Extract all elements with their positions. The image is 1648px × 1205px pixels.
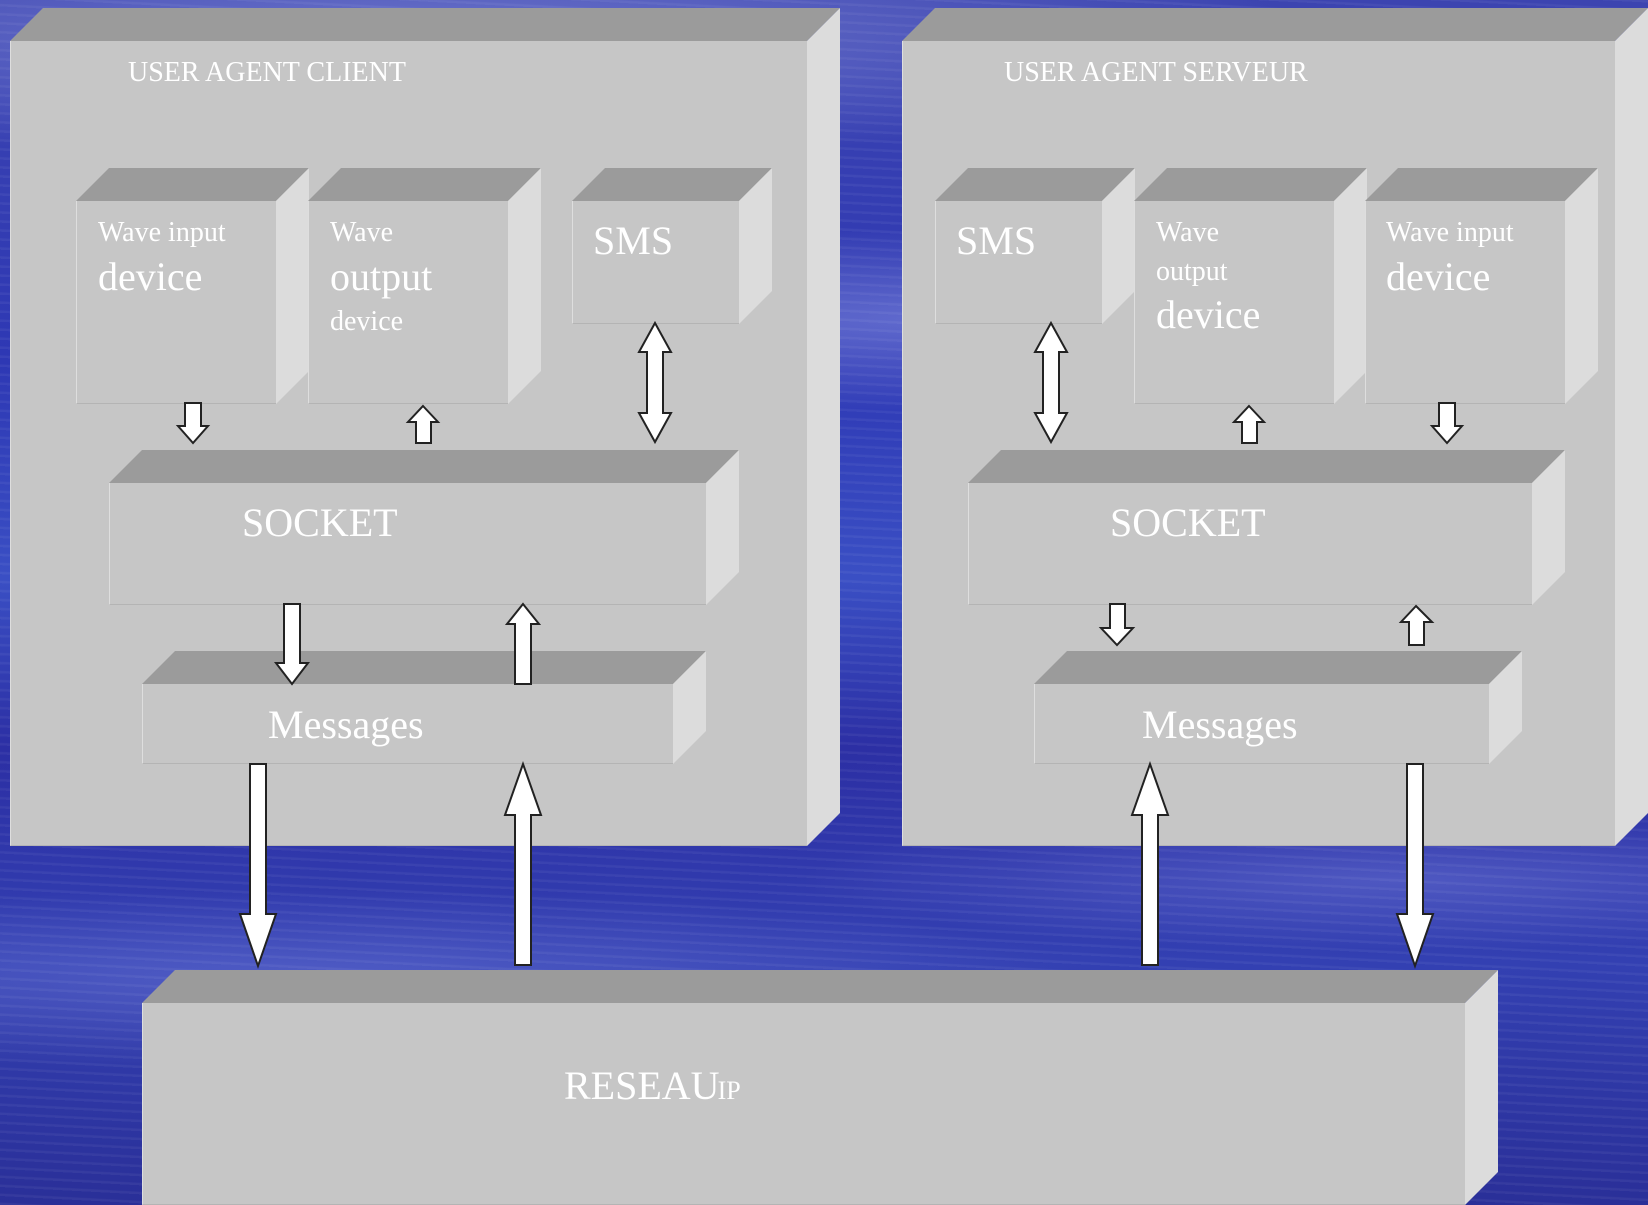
- client-socket-box: SOCKET: [109, 450, 739, 605]
- client-messages-box: Messages: [142, 651, 706, 764]
- reseau-suffix-text: IP: [717, 1076, 741, 1105]
- server-wave-output-box: Wave output device: [1134, 168, 1367, 404]
- client-wave-output-line3: device: [330, 306, 404, 337]
- server-title: USER AGENT SERVEUR: [1004, 57, 1308, 88]
- client-wave-output-line1: Wave: [330, 217, 394, 248]
- server-wave-input-box: Wave input device: [1365, 168, 1598, 404]
- server-socket-box: SOCKET: [968, 450, 1565, 605]
- server-wave-input-line1: Wave input: [1386, 217, 1514, 248]
- server-wave-output-line2: output: [1156, 256, 1228, 287]
- client-sms-box: SMS: [572, 168, 772, 324]
- reseau-label: RESEAU IP: [564, 1063, 741, 1109]
- server-sms-label: SMS: [956, 218, 1037, 263]
- server-wave-output-line1: Wave: [1156, 217, 1220, 248]
- client-wave-output-box: Wave output device: [308, 168, 541, 404]
- client-title: USER AGENT CLIENT: [128, 57, 406, 88]
- server-socket-label: SOCKET: [1110, 500, 1266, 545]
- reseau-ip-box: RESEAU IP: [142, 970, 1498, 1205]
- client-sms-label: SMS: [593, 218, 674, 263]
- server-wave-input-line2: device: [1386, 254, 1491, 299]
- client-wave-input-box: Wave input device: [76, 168, 309, 404]
- server-sms-box: SMS: [935, 168, 1135, 324]
- client-socket-label: SOCKET: [242, 500, 398, 545]
- reseau-main-text: RESEAU: [564, 1063, 720, 1108]
- client-wave-output-line2: output: [330, 254, 433, 299]
- server-messages-label: Messages: [1142, 702, 1298, 747]
- server-wave-output-line3: device: [1156, 292, 1261, 337]
- client-messages-label: Messages: [268, 702, 424, 747]
- server-messages-box: Messages: [1034, 651, 1522, 764]
- client-wave-input-line2: device: [98, 254, 203, 299]
- client-wave-input-line1: Wave input: [98, 217, 226, 248]
